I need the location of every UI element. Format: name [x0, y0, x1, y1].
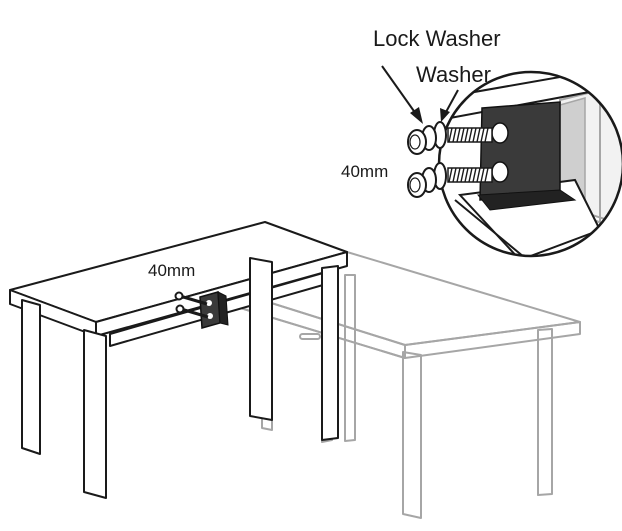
ghost-table-top-side — [404, 321, 581, 359]
washer-label: Washer — [416, 62, 491, 87]
table-bolt-head-lower — [175, 304, 185, 314]
bolt-assembly-upper — [407, 121, 493, 155]
leg-back-left — [21, 299, 41, 455]
leg-back-right — [321, 265, 339, 441]
table-bolt-upper — [179, 294, 208, 306]
table-bolt-lower — [180, 307, 209, 319]
ghost-drawer-handle — [299, 333, 321, 340]
bracket-hole-lower — [207, 313, 213, 319]
detail-hole-lower — [491, 161, 509, 183]
leg-front-right — [249, 257, 273, 421]
table-bolt-head-upper — [174, 291, 184, 301]
detail-bracket — [479, 101, 561, 201]
bolt-assembly-lower — [407, 162, 493, 198]
ghost-leg-front-left — [402, 351, 422, 519]
lock-washer-label: Lock Washer — [373, 26, 501, 51]
table-connector-bracket — [174, 291, 229, 329]
detail-hole-upper — [491, 122, 509, 144]
detail-bolt-length-label: 40mm — [341, 162, 388, 181]
washer-arrow — [440, 89, 459, 122]
detail-callout — [437, 70, 622, 258]
ghost-leg-front-right — [537, 328, 553, 496]
leg-front-left — [83, 329, 107, 499]
lower-bolt-head — [407, 172, 427, 198]
lock-washer-arrow — [381, 65, 423, 124]
upper-bolt-head — [407, 129, 427, 155]
ghost-leg-back-right — [344, 274, 356, 442]
ghost-apron-line — [213, 299, 406, 359]
bracket-hole-upper — [206, 300, 212, 306]
table-bolt-length-label: 40mm — [148, 261, 195, 280]
